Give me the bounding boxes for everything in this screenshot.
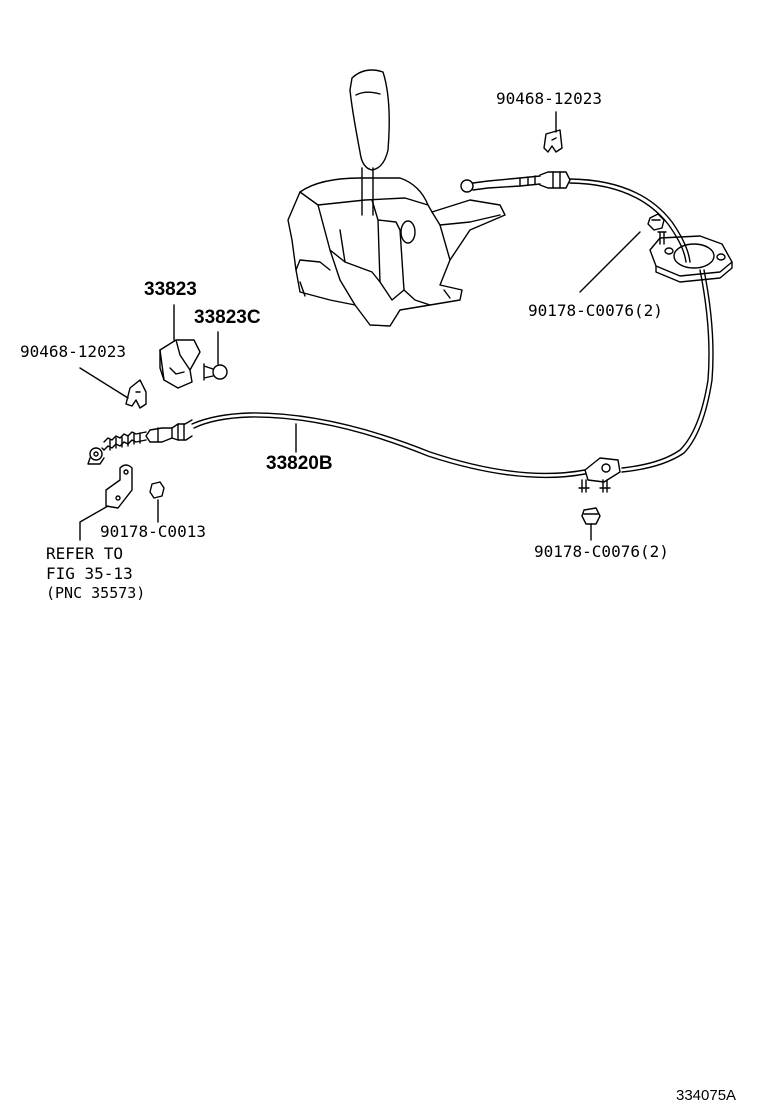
label-clip-left: 90468-12023: [20, 342, 126, 361]
nut-top: [648, 214, 664, 230]
shift-lever-assembly: [288, 70, 505, 326]
cable-stay: [106, 465, 132, 508]
label-nut-bottom: 90178-C0076(2): [534, 542, 669, 561]
label-bracket-bolt: 33823C: [194, 307, 261, 328]
retaining-clip-top: [544, 130, 562, 152]
label-refer-line2: FIG 35-13: [46, 564, 133, 583]
leader-stay: [80, 506, 108, 540]
nut-bottom: [582, 508, 600, 524]
label-nut-left: 90178-C0013: [100, 522, 206, 541]
figure-id: 334075A: [676, 1087, 737, 1104]
label-cable: 33820B: [266, 453, 333, 474]
leader-clip-left: [80, 368, 128, 398]
label-clip-top: 90468-12023: [496, 89, 602, 108]
cable-bracket: [160, 340, 200, 388]
bracket-bolt: [204, 364, 227, 380]
label-nut-top: 90178-C0076(2): [528, 301, 663, 320]
label-refer-line3: (PNC 35573): [46, 584, 146, 602]
label-bracket: 33823: [144, 279, 197, 300]
shift-cable: [88, 172, 732, 492]
leader-nut-top: [580, 232, 640, 292]
nut-left: [150, 482, 164, 498]
retaining-clip-left: [126, 380, 146, 408]
label-refer-line1: REFER TO: [46, 544, 124, 563]
